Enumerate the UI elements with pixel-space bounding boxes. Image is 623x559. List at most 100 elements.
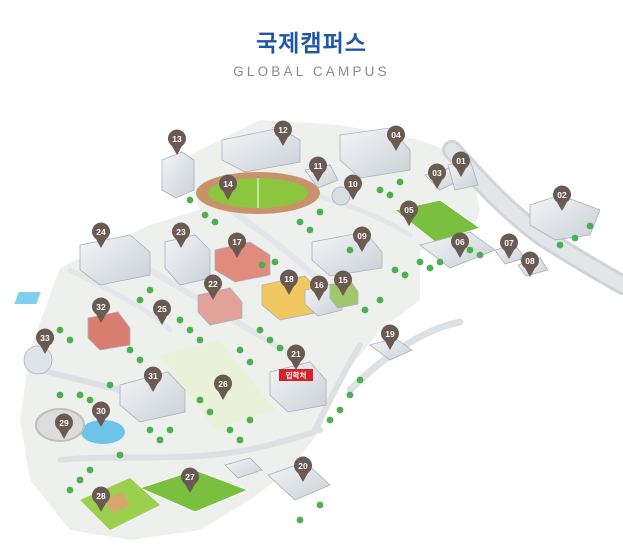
admission-office-label: 입학처 (286, 370, 307, 380)
map-marker-21[interactable]: 21 (287, 344, 305, 370)
map-marker-15[interactable]: 15 (334, 270, 353, 296)
map-pin-icon (92, 486, 111, 512)
map-marker-label: 01 (456, 156, 466, 166)
tree (126, 346, 134, 354)
tree (236, 436, 244, 444)
map-marker-label: 28 (96, 491, 106, 501)
map-pin-icon (168, 129, 187, 155)
map-marker-08[interactable]: 08 (521, 251, 539, 277)
map-marker-26[interactable]: 26 (214, 374, 232, 400)
tree (386, 191, 394, 199)
tree (586, 222, 594, 230)
tree (336, 406, 344, 414)
map-marker-12[interactable]: 12 (274, 120, 292, 146)
map-markers[interactable]: 01 02 03 04 05 06 07 08 09 10 11 12 13 14 15 16 17 18 19 20… (36, 120, 571, 512)
map-marker-label: 19 (385, 329, 395, 339)
map-pin-icon (352, 226, 371, 252)
map-marker-label: 23 (176, 227, 186, 237)
tree (156, 436, 164, 444)
map-marker-28[interactable]: 28 (92, 486, 111, 512)
tree (396, 178, 404, 186)
map-marker-06[interactable]: 06 (451, 232, 470, 258)
tree (376, 186, 384, 194)
map-marker-11[interactable]: 11 (309, 156, 328, 182)
map-pin-icon (92, 401, 111, 427)
map-pin-icon (452, 151, 470, 177)
map-marker-33[interactable]: 33 (36, 328, 54, 354)
map-marker-label: 02 (557, 190, 567, 200)
tree (361, 306, 369, 314)
map-marker-label: 08 (525, 256, 535, 266)
campus-subtitle: GLOBAL CAMPUS (233, 64, 390, 79)
map-pin-icon (92, 297, 111, 323)
map-marker-05[interactable]: 05 (399, 200, 418, 226)
tree (316, 501, 324, 509)
map-marker-label: 07 (504, 238, 514, 248)
map-marker-30[interactable]: 30 (92, 401, 111, 427)
map-marker-13[interactable]: 13 (168, 129, 187, 155)
map-marker-16[interactable]: 16 (310, 275, 328, 301)
map-marker-23[interactable]: 23 (171, 222, 191, 248)
map-marker-19[interactable]: 19 (381, 324, 399, 350)
tree (416, 258, 424, 266)
map-pin-icon (228, 232, 247, 258)
map-marker-27[interactable]: 27 (181, 467, 199, 493)
map-pin-icon (521, 251, 539, 277)
map-pin-icon (181, 467, 199, 493)
map-pin-icon (274, 120, 292, 146)
map-marker-label: 16 (314, 280, 324, 290)
map-pin-icon (399, 200, 418, 226)
map-marker-10[interactable]: 10 (343, 174, 362, 200)
map-marker-label: 22 (208, 279, 218, 289)
tree (106, 381, 114, 389)
map-marker-label: 03 (432, 168, 442, 178)
tree (146, 426, 154, 434)
map-marker-label: 05 (404, 205, 414, 215)
map-marker-04[interactable]: 04 (386, 125, 405, 151)
map-marker-22[interactable]: 22 (204, 274, 222, 300)
map-marker-32[interactable]: 32 (92, 297, 111, 323)
building-31 (119, 371, 186, 423)
tree (86, 396, 94, 404)
tree (56, 391, 64, 399)
tree (226, 426, 234, 434)
map-marker-20[interactable]: 20 (293, 456, 312, 482)
map-pin-icon (219, 174, 238, 200)
tree (176, 316, 184, 324)
building-24 (79, 234, 151, 286)
map-pin-icon (500, 233, 518, 259)
map-marker-label: 27 (185, 472, 195, 482)
building-10 (331, 186, 351, 206)
map-marker-02[interactable]: 02 (553, 185, 571, 211)
map-marker-29[interactable]: 29 (54, 413, 73, 439)
tree (271, 258, 279, 266)
map-marker-31[interactable]: 31 (144, 366, 162, 392)
tree (201, 211, 209, 219)
tree (401, 271, 409, 279)
tree (266, 336, 274, 344)
map-marker-09[interactable]: 09 (352, 226, 371, 252)
map-marker-17[interactable]: 17 (228, 232, 247, 258)
map-marker-label: 32 (96, 302, 106, 312)
tree (306, 226, 314, 234)
map-marker-25[interactable]: 25 (153, 299, 172, 325)
tree (206, 408, 214, 416)
building-17 (214, 241, 271, 283)
map-marker-01[interactable]: 01 (452, 151, 470, 177)
map-pin-icon (451, 232, 470, 258)
map-marker-24[interactable]: 24 (92, 222, 110, 248)
map-pin-icon (204, 274, 222, 300)
building-22 (197, 287, 243, 326)
map-marker-14[interactable]: 14 (219, 174, 238, 200)
admission-office-badge[interactable]: 입학처 (279, 369, 313, 381)
tree (326, 416, 334, 424)
tree (166, 426, 174, 434)
map-marker-label: 12 (278, 125, 288, 135)
map-marker-18[interactable]: 18 (280, 269, 298, 295)
map-marker-07[interactable]: 07 (500, 233, 518, 259)
map-marker-03[interactable]: 03 (428, 163, 447, 189)
map-pin-icon (280, 269, 298, 295)
tree (76, 391, 84, 399)
tree (246, 416, 254, 424)
